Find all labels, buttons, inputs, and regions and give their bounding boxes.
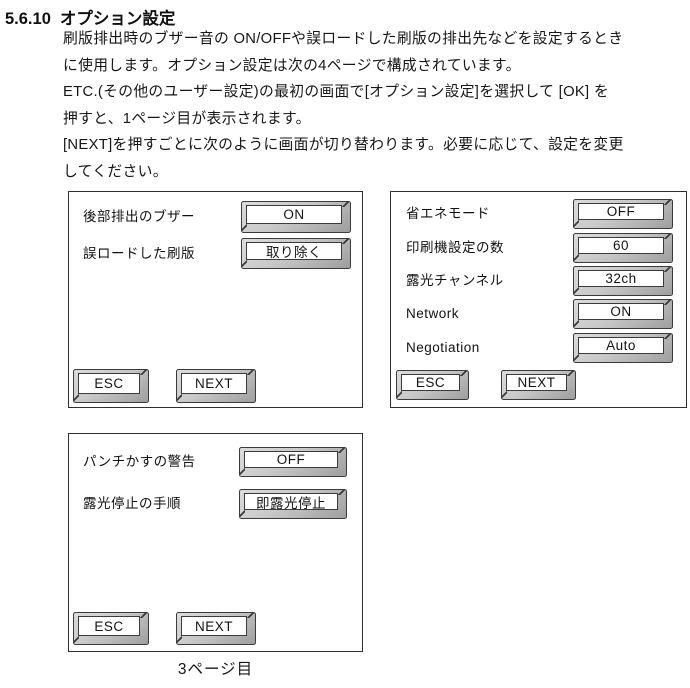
- next-button[interactable]: NEXT: [501, 370, 576, 400]
- value-button-network[interactable]: ON: [573, 299, 673, 329]
- button-face: 32ch: [578, 270, 664, 287]
- value-button-energy-save-mode[interactable]: OFF: [573, 199, 673, 229]
- button-face: Auto: [578, 337, 664, 354]
- button-face: 60: [578, 237, 664, 254]
- body-text: 刷版排出時のブザー音の ON/OFFや誤ロードした刷版の排出先などを設定するとき…: [63, 26, 690, 186]
- esc-button[interactable]: ESC: [396, 370, 469, 400]
- next-button[interactable]: NEXT: [176, 369, 256, 403]
- button-face: ON: [246, 205, 342, 224]
- setting-label-misloaded-plate: 誤ロードした刷版: [83, 246, 195, 261]
- body-line: [NEXT]を押すごとに次のように画面が切り替わります。必要に応じて、設定を変更: [63, 137, 624, 154]
- section-title: オプション設定: [59, 10, 176, 28]
- value-button-negotiation[interactable]: Auto: [573, 333, 673, 363]
- button-face: 取り除く: [246, 242, 342, 260]
- setting-label-rear-eject-buzzer: 後部排出のブザー: [83, 209, 195, 224]
- esc-button[interactable]: ESC: [73, 612, 149, 645]
- button-face: OFF: [578, 203, 664, 220]
- settings-screen-page1: 後部排出のブザー ON 誤ロードした刷版 取り除く ESC NEXT: [68, 191, 363, 408]
- button-face: NEXT: [506, 374, 567, 391]
- body-line: 押すと、1ページ目が表示されます。: [63, 110, 311, 127]
- button-face: ON: [578, 303, 664, 320]
- section-number: 5.6.10: [5, 10, 51, 28]
- body-line: してください。: [63, 163, 168, 180]
- body-line: 刷版排出時のブザー音の ON/OFFや誤ロードした刷版の排出先などを設定するとき: [63, 31, 624, 47]
- value-button-press-setting-count[interactable]: 60: [573, 233, 673, 263]
- setting-label-exposure-stop-procedure: 露光停止の手順: [83, 496, 181, 511]
- section-heading: 5.6.10 オプション設定: [5, 5, 175, 29]
- button-face: NEXT: [181, 616, 247, 636]
- value-button-punch-waste-warning[interactable]: OFF: [239, 447, 347, 477]
- value-button-exposure-stop-procedure[interactable]: 即露光停止: [239, 489, 347, 519]
- body-line: に使用します。オプション設定は次の4ページで構成されています。: [63, 57, 521, 74]
- setting-label-press-setting-count: 印刷機設定の数: [406, 240, 504, 255]
- button-face: ESC: [401, 374, 460, 391]
- body-line: ETC.(その他のユーザー設定)の最初の画面で[オプション設定]を選択して [O…: [63, 84, 609, 101]
- value-button-misloaded-plate[interactable]: 取り除く: [241, 238, 351, 269]
- next-button[interactable]: NEXT: [176, 612, 256, 645]
- button-face: ESC: [78, 373, 140, 394]
- setting-label-exposure-channel: 露光チャンネル: [406, 273, 504, 288]
- button-face: 即露光停止: [244, 493, 338, 511]
- setting-label-energy-save-mode: 省エネモード: [406, 206, 490, 221]
- setting-label-network: Network: [406, 306, 460, 321]
- settings-screen-page3: パンチかすの警告 OFF 露光停止の手順 即露光停止 ESC NEXT: [68, 433, 363, 652]
- button-face: OFF: [244, 451, 338, 468]
- page3-caption: 3ページ目: [177, 661, 254, 678]
- setting-label-negotiation: Negotiation: [406, 340, 480, 355]
- value-button-rear-eject-buzzer[interactable]: ON: [241, 201, 351, 233]
- esc-button[interactable]: ESC: [73, 369, 149, 403]
- button-face: ESC: [78, 616, 140, 636]
- setting-label-punch-waste-warning: パンチかすの警告: [83, 454, 196, 469]
- button-face: NEXT: [181, 373, 247, 394]
- value-button-exposure-channel[interactable]: 32ch: [573, 266, 673, 296]
- settings-screen-page2: 省エネモード OFF 印刷機設定の数 60 露光チャンネル 32ch Netwo…: [390, 191, 687, 408]
